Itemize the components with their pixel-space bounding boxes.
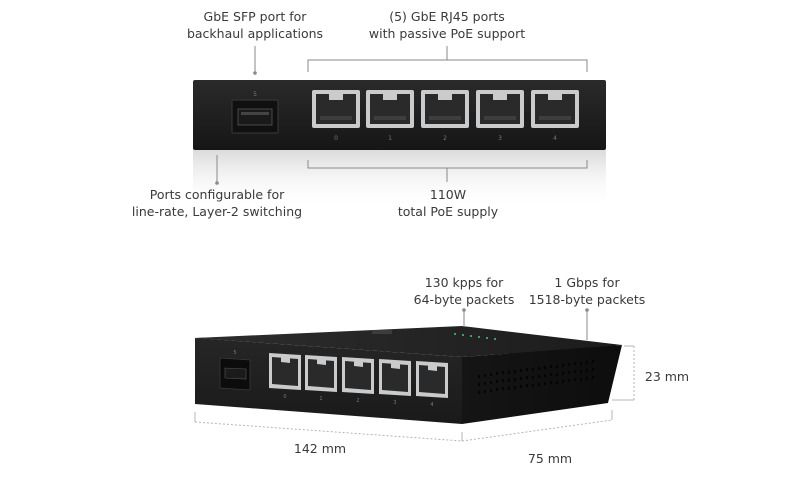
callout-poe-supply: 110W total PoE supply — [378, 186, 518, 220]
callout-poe-supply-line2: total PoE supply — [397, 204, 499, 219]
callout-sfp-line2: backhaul applications — [186, 26, 324, 41]
dimension-depth-label: 75 mm — [527, 451, 573, 466]
iso-port-number-0: 0 — [283, 394, 286, 400]
callout-poe-supply-line1: 110W — [429, 187, 467, 202]
rj45-port-number-0: 0 — [334, 135, 338, 142]
rj45-ports-front — [312, 90, 579, 128]
rj45-port-1 — [366, 90, 414, 128]
rj45-port-0 — [312, 90, 360, 128]
callout-switching-line2: line-rate, Layer-2 switching — [131, 204, 303, 219]
side-vents — [478, 360, 594, 394]
iso-port-number-3: 3 — [393, 400, 396, 406]
callout-gbps: 1 Gbps for 1518-byte packets — [524, 274, 650, 308]
status-leds — [454, 333, 496, 340]
callout-rj45: (5) GbE RJ45 ports with passive PoE supp… — [360, 8, 534, 42]
callout-gbps-line2: 1518-byte packets — [528, 292, 646, 307]
rj45-port-number-2: 2 — [443, 135, 447, 142]
dimension-height-label: 23 mm — [644, 369, 690, 384]
iso-rj45-port-3 — [379, 359, 411, 396]
sfp-port — [231, 99, 279, 134]
dimension-lines — [194, 345, 635, 442]
callout-kpps: 130 kpps for 64-byte packets — [404, 274, 524, 308]
rj45-port-number-1: 1 — [388, 135, 392, 142]
iso-port-number-4: 4 — [430, 402, 433, 408]
iso-rj45-port-0 — [269, 353, 301, 390]
rj45-port-3 — [476, 90, 524, 128]
callout-kpps-line1: 130 kpps for — [424, 275, 504, 290]
callout-gbps-line1: 1 Gbps for — [554, 275, 620, 290]
callout-lines-top — [215, 46, 588, 185]
dimension-width-label: 142 mm — [293, 441, 347, 456]
sfp-port-number: 5 — [253, 91, 257, 98]
callout-switching-line1: Ports configurable for — [149, 187, 285, 202]
iso-port-number-1: 1 — [319, 396, 322, 402]
callout-rj45-line1: (5) GbE RJ45 ports — [389, 9, 505, 24]
rj45-port-number-3: 3 — [498, 135, 502, 142]
iso-sfp-port — [219, 357, 251, 391]
iso-rj45-port-4 — [416, 361, 448, 398]
iso-port-number-2: 2 — [356, 398, 359, 404]
rj45-port-2 — [421, 90, 469, 128]
iso-rj45-port-2 — [342, 357, 374, 394]
isometric-device: 5 — [195, 326, 622, 424]
iso-rj45-port-1 — [305, 355, 337, 392]
callout-lines-bottom — [462, 308, 589, 340]
callout-sfp: GbE SFP port for backhaul applications — [184, 8, 326, 42]
iso-sfp-port-number: 5 — [233, 350, 236, 356]
device-reflection — [193, 150, 606, 210]
callout-sfp-line1: GbE SFP port for — [203, 9, 307, 24]
callout-kpps-line2: 64-byte packets — [413, 292, 515, 307]
callout-rj45-line2: with passive PoE support — [368, 26, 526, 41]
rj45-port-number-4: 4 — [553, 135, 557, 142]
iso-rj45-ports — [269, 353, 448, 398]
device-logo — [372, 330, 392, 334]
rj45-port-4 — [531, 90, 579, 128]
callout-switching: Ports configurable for line-rate, Layer-… — [130, 186, 304, 220]
